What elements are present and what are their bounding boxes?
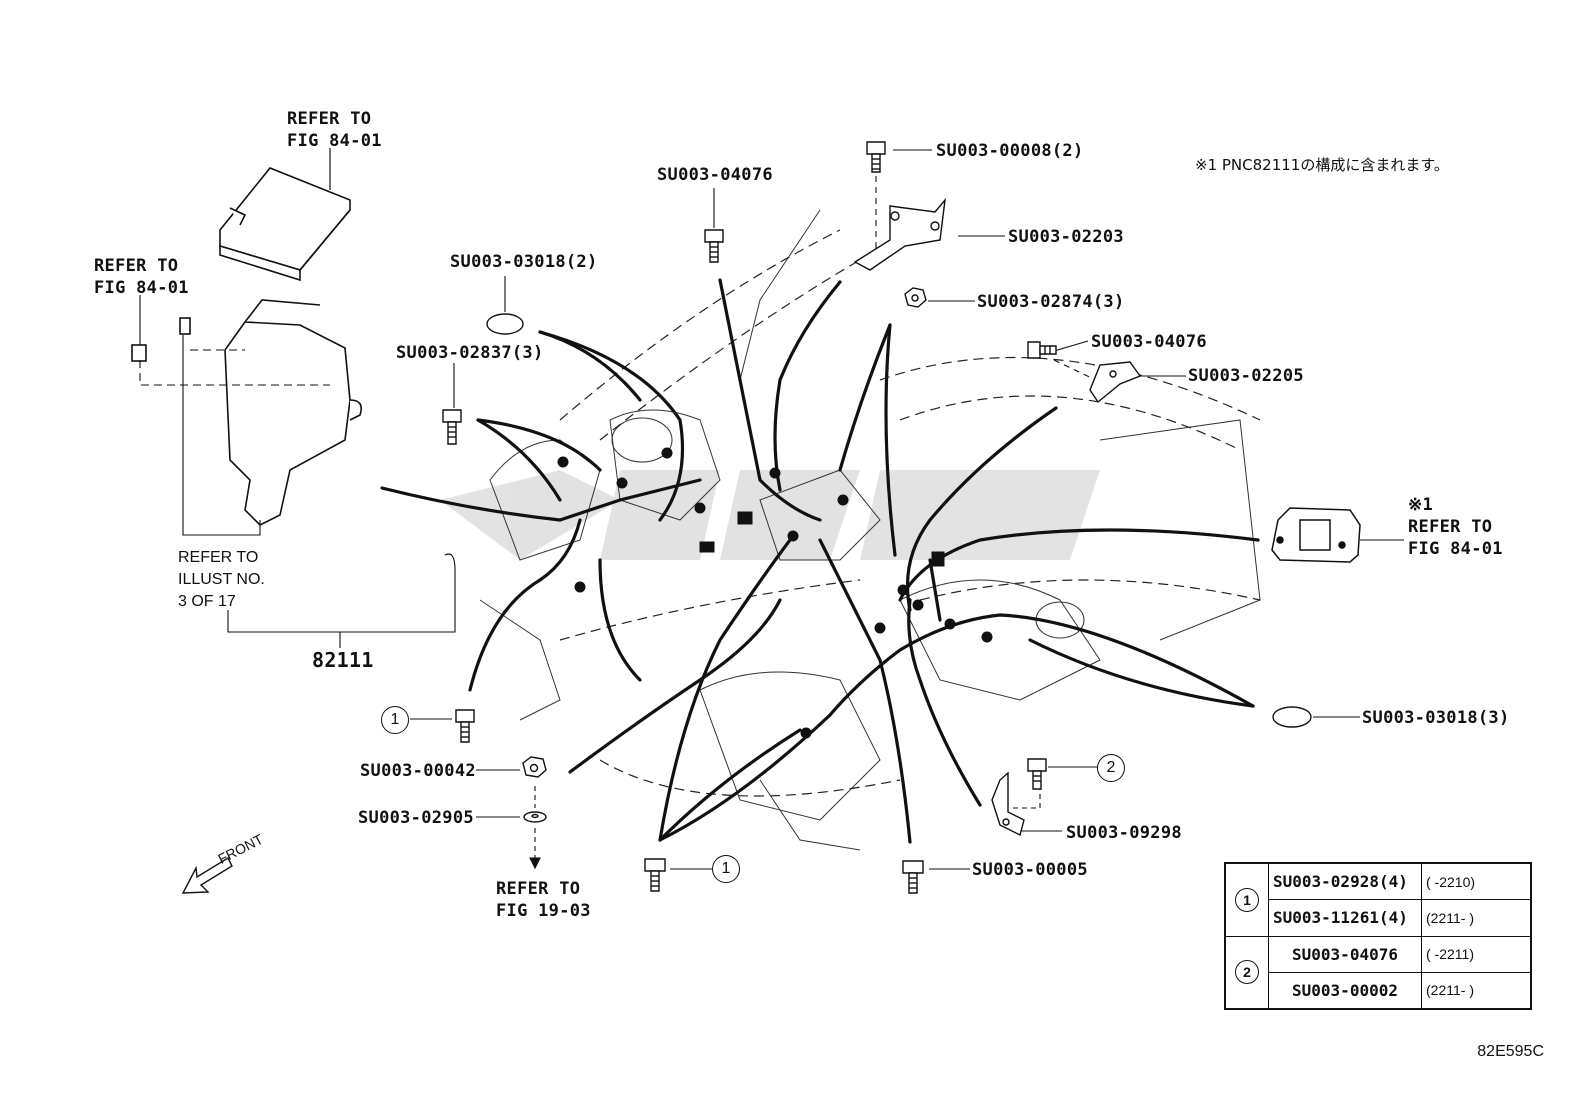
bolt-icons xyxy=(442,141,1057,894)
part-number-82111: 82111 xyxy=(312,648,374,672)
body-structure xyxy=(479,209,1261,851)
part-label: SU003-00008(2) xyxy=(936,141,1084,161)
legend-part: SU003-11261(4) xyxy=(1268,899,1422,937)
connector-details xyxy=(557,447,993,739)
refer-fig-84-01-label: ※1 REFER TO FIG 84-01 xyxy=(1408,495,1503,559)
legend-row: SU003-11261(4) (2211- ) xyxy=(1226,899,1531,937)
refer-illust-label: REFER TO ILLUST NO. 3 OF 17 xyxy=(178,549,265,610)
nut-icons xyxy=(486,287,1312,823)
legend-row: 1 SU003-02928(4) ( -2210) xyxy=(1225,862,1531,937)
variant-legend-table: 1 SU003-02928(4) ( -2210) SU003-11261(4)… xyxy=(1224,862,1532,1010)
part-label: SU003-03018(2) xyxy=(450,252,598,272)
part-label: SU003-04076 xyxy=(1091,332,1207,352)
callout-1: 1 xyxy=(712,855,740,883)
ecu-module xyxy=(1271,507,1361,563)
relay-box-cover xyxy=(219,148,351,282)
part-label: SU003-00042 xyxy=(360,761,476,781)
harness-lines xyxy=(380,278,1260,844)
bracket-icons xyxy=(853,197,1142,837)
part-label: SU003-03018(3) xyxy=(1362,708,1510,728)
legend-symbol: 2 xyxy=(1225,935,1269,1009)
legend-symbol: 1 xyxy=(1225,863,1269,937)
watermark xyxy=(440,470,1100,560)
refer-fig-84-01-label: REFER TO FIG 84-01 xyxy=(94,256,189,298)
body-outline xyxy=(559,229,1261,797)
legend-range: ( -2211) xyxy=(1421,935,1531,973)
part-label: SU003-02874(3) xyxy=(977,292,1125,312)
callout-1: 1 xyxy=(381,706,409,734)
leader-lines xyxy=(139,149,1404,870)
legend-part: SU003-00002 xyxy=(1268,971,1422,1010)
legend-part: SU003-04076 xyxy=(1268,935,1422,973)
part-label: SU003-04076 xyxy=(657,165,773,185)
part-label: SU003-00005 xyxy=(972,860,1088,880)
figure-code: 82E595C xyxy=(1477,1043,1544,1060)
refer-fig-84-01-label: REFER TO FIG 84-01 xyxy=(287,109,382,151)
legend-range: (2211- ) xyxy=(1421,971,1531,1010)
legend-row: 2 SU003-04076 ( -2211) xyxy=(1225,935,1531,1009)
part-label: SU003-02203 xyxy=(1008,227,1124,247)
note-text: ※1 PNC82111の構成に含まれます。 xyxy=(1195,156,1449,174)
callout-2: 2 xyxy=(1097,754,1125,782)
part-label: SU003-09298 xyxy=(1066,823,1182,843)
part-label: SU003-02905 xyxy=(358,808,474,828)
part-label: SU003-02837(3) xyxy=(396,343,544,363)
legend-range: ( -2210) xyxy=(1421,862,1531,901)
refer-fig-19-03-label: REFER TO FIG 19-03 xyxy=(496,879,591,921)
relay-box xyxy=(131,299,363,526)
legend-row: SU003-00002 (2211- ) xyxy=(1226,971,1531,1010)
legend-range: (2211- ) xyxy=(1421,899,1531,937)
front-arrow-icon xyxy=(181,857,233,894)
legend-part: SU003-02928(4) xyxy=(1268,862,1422,901)
part-label: SU003-02205 xyxy=(1188,366,1304,386)
